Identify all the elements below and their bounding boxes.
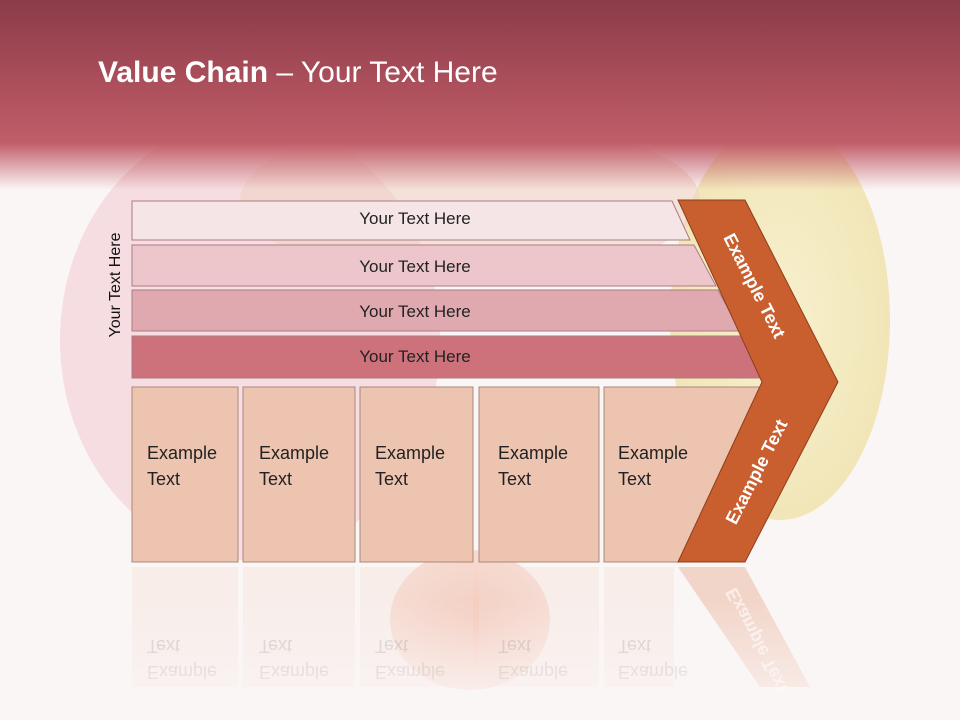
row-4-label: Your Text Here <box>359 347 471 366</box>
column-2-text: Example Text <box>259 440 329 492</box>
column-5-text: Example Text <box>618 440 688 492</box>
column-4-text: Example Text <box>498 440 568 492</box>
side-label: Your Text Here <box>107 232 124 338</box>
column-3-line1: Example <box>375 443 446 463</box>
column-4-line2: Text <box>498 469 532 489</box>
row-2-label: Your Text Here <box>359 257 471 276</box>
row-1-label: Your Text Here <box>359 209 471 228</box>
column-5-line1: Example <box>618 443 689 463</box>
column-2-line1: Example <box>259 443 330 463</box>
page-title: Value Chain – Your Text Here <box>98 56 498 90</box>
column-4-line1: Example <box>498 443 569 463</box>
column-5-line2: Text <box>618 469 652 489</box>
column-3-line2: Text <box>375 469 409 489</box>
reflection-fade <box>120 600 860 720</box>
column-3-text: Example Text <box>375 440 445 492</box>
title-bold: Value Chain <box>98 56 269 89</box>
column-1-line1: Example <box>147 443 218 463</box>
column-1-text: Example Text <box>147 440 217 492</box>
column-2-line2: Text <box>259 469 293 489</box>
row-3-label: Your Text Here <box>359 302 471 321</box>
column-1-line2: Text <box>147 469 181 489</box>
title-rest: – Your Text Here <box>268 56 498 89</box>
